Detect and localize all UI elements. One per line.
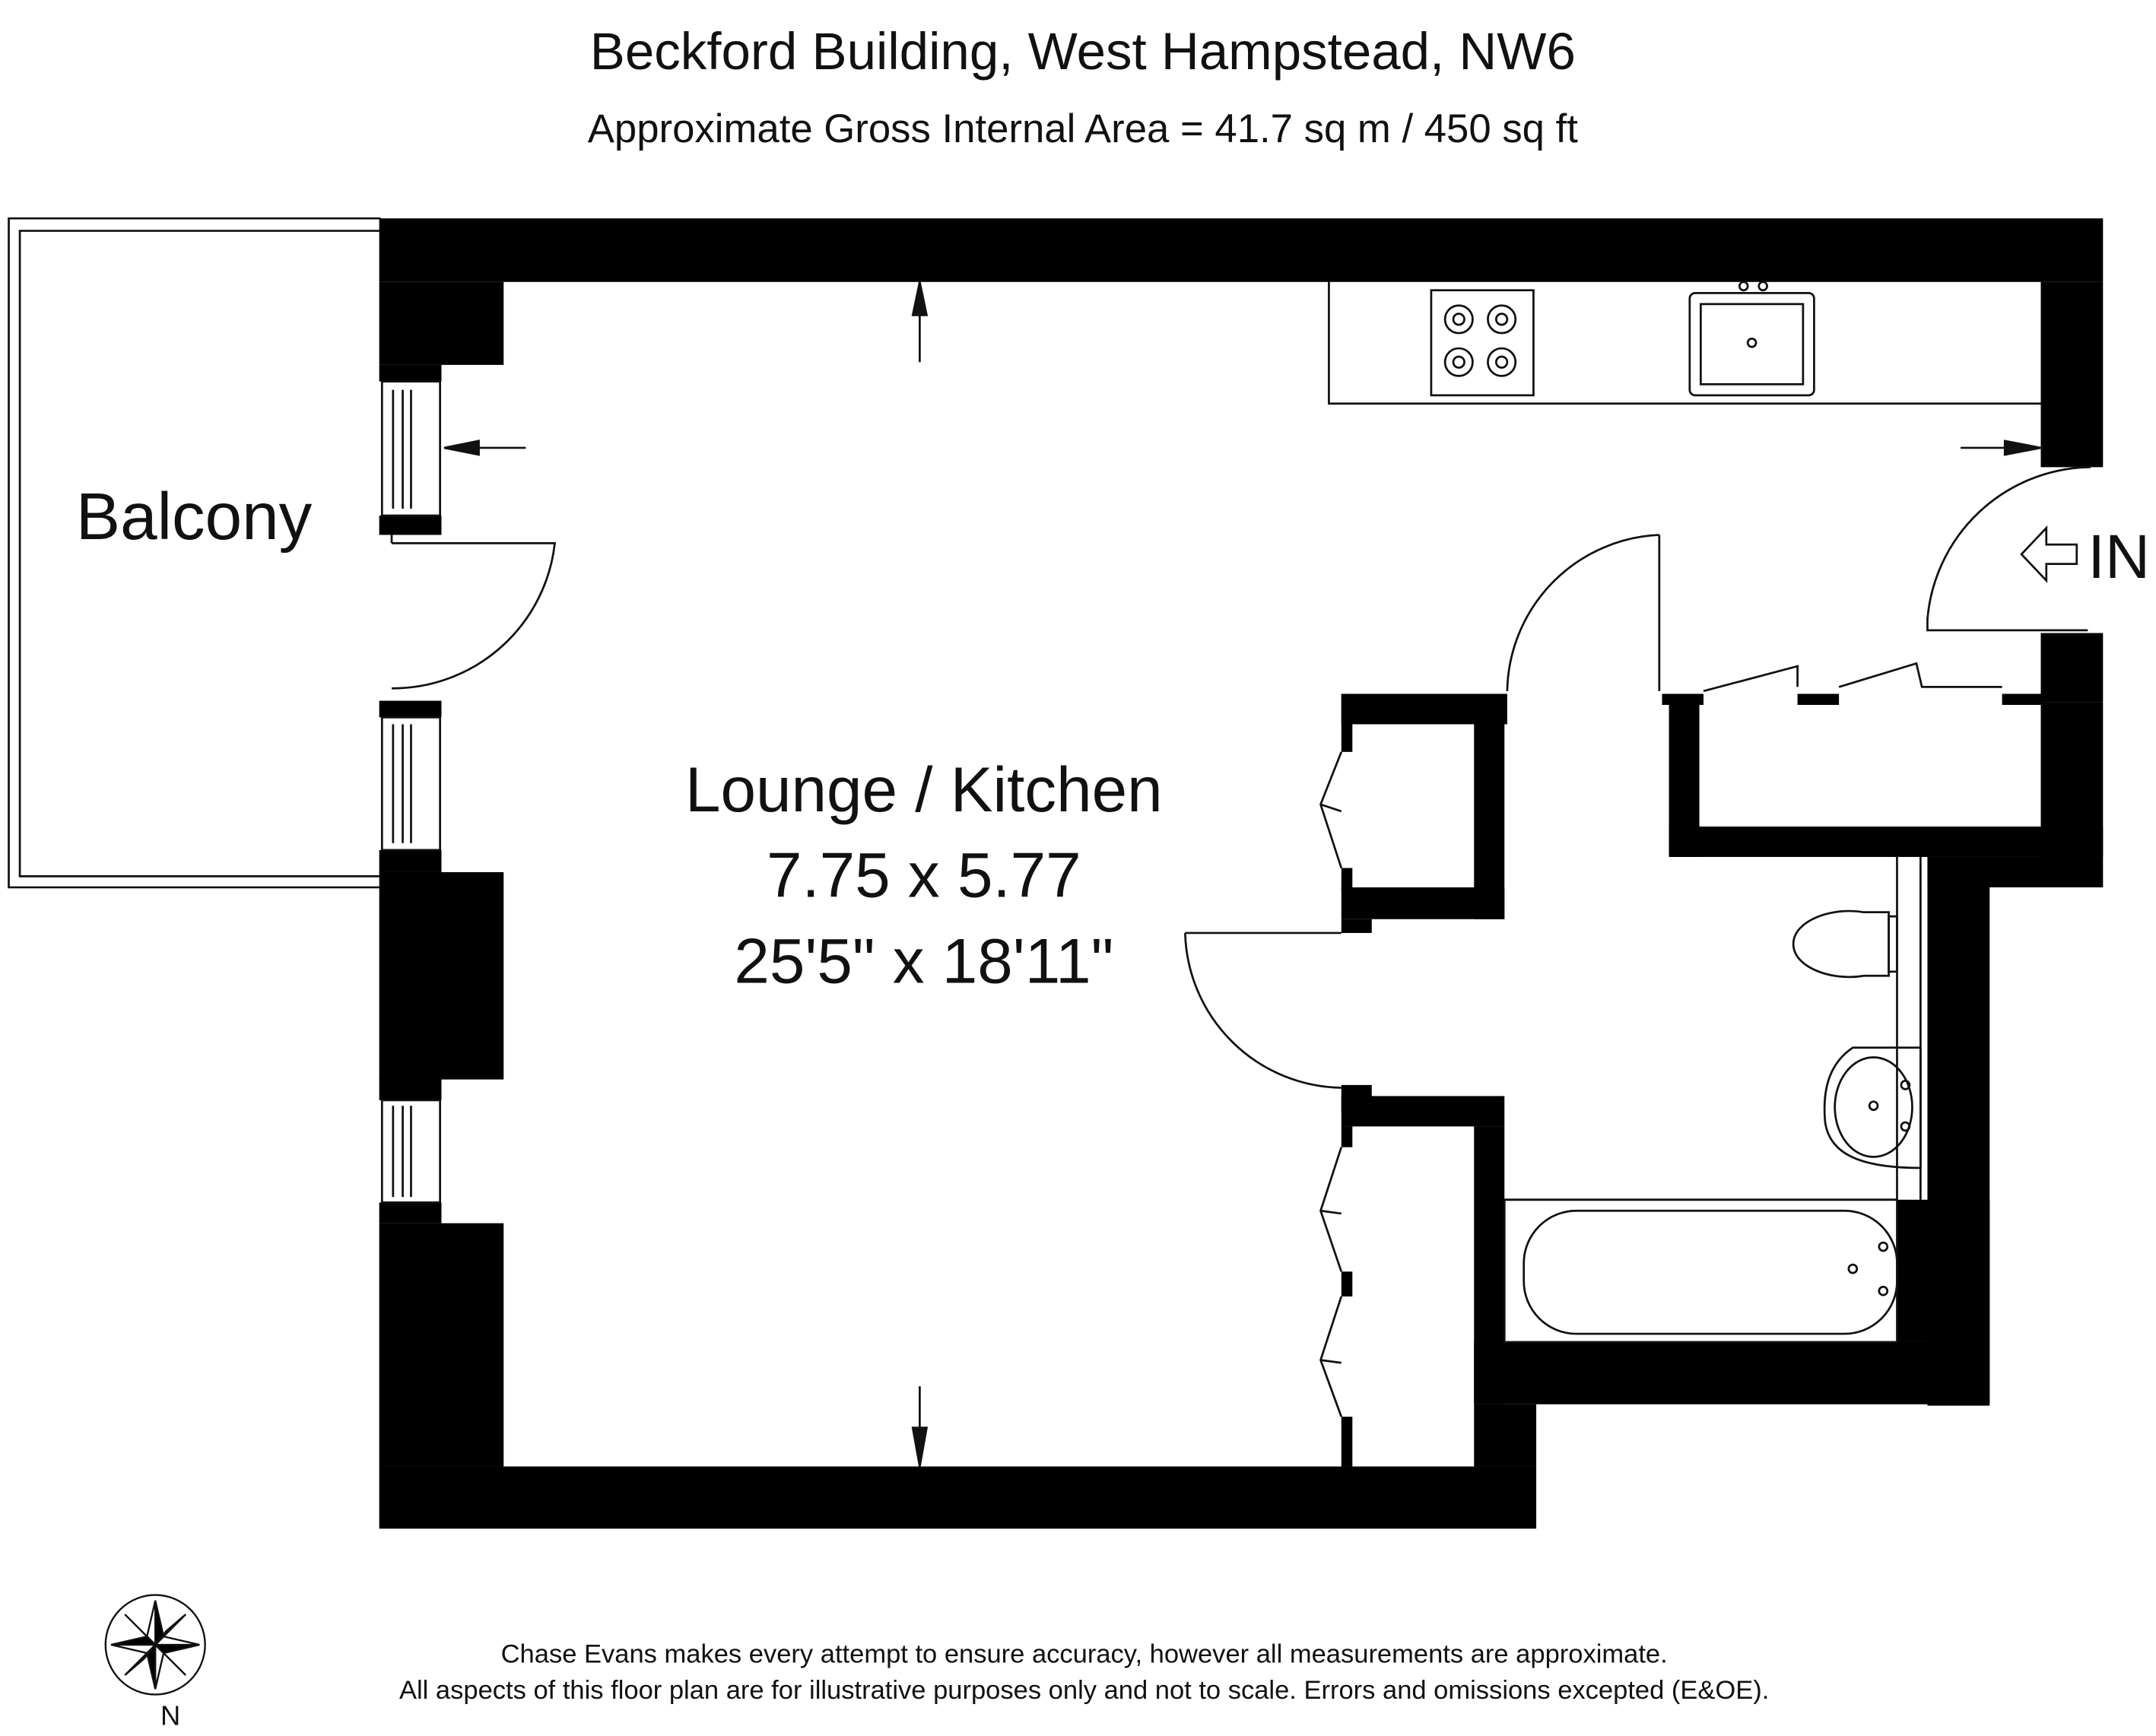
- wall-mid-jamb: [1341, 919, 1372, 933]
- basin: [1823, 1046, 1922, 1169]
- hob: [1430, 289, 1535, 397]
- door-balcony: [392, 541, 557, 690]
- wall-left-sill-2: [379, 700, 442, 718]
- door-hall: [1506, 534, 1661, 691]
- windows: [380, 380, 442, 1204]
- wall-cupboard-head-m: [1797, 693, 1840, 706]
- bathroom-partition: [1504, 856, 1922, 1201]
- wall-mid-stub-2: [1341, 868, 1353, 890]
- wall-left-pier: [379, 871, 504, 1080]
- wall-bath-bottom: [1474, 1341, 1990, 1404]
- kitchen-sink: [1688, 291, 1815, 397]
- disclaimer-line-2: All aspects of this floor plan are for i…: [399, 1676, 1769, 1705]
- bifold-cupboard-low2: [1319, 1296, 1343, 1417]
- wall-left-upper-b: [379, 364, 442, 382]
- wall-mid-bottom: [1341, 887, 1505, 919]
- window-2: [380, 716, 442, 852]
- walls: [379, 218, 2104, 1529]
- plan-title: Beckford Building, West Hampstead, NW6: [590, 21, 1576, 81]
- wall-mid-stub-1: [1341, 693, 1353, 752]
- wall-left-sill-4: [379, 1202, 442, 1223]
- doors: [390, 466, 2091, 1417]
- wall-cupboard-right: [2040, 702, 2104, 857]
- entrance-label: IN: [2088, 522, 2150, 592]
- lounge-kitchen-metric: 7.75 x 5.77: [767, 839, 1081, 911]
- door-bathroom: [1184, 931, 1342, 1089]
- wall-top: [379, 218, 2104, 282]
- wall-left-mid: [379, 849, 442, 872]
- bifold-cupboard-mid: [1319, 751, 1343, 868]
- bathtub: [1503, 1198, 1898, 1344]
- wall-low-stub-3: [1341, 1417, 1353, 1467]
- wall-bottom-right-pier: [1474, 1404, 1537, 1467]
- entrance-arrow-icon: [2020, 525, 2078, 583]
- wall-left-upper: [379, 281, 504, 365]
- wall-right-upper: [2040, 281, 2104, 468]
- wall-left-lower: [379, 1223, 504, 1467]
- compass-icon: [104, 1594, 206, 1696]
- disclaimer-line-1: Chase Evans makes every attempt to ensur…: [501, 1640, 1668, 1669]
- toilet: [1792, 909, 1890, 979]
- bifold-cupboard-low1: [1319, 1147, 1343, 1272]
- lounge-kitchen-imperial: 25'5" x 18'11": [734, 925, 1113, 996]
- wall-bath-jamb: [1341, 1084, 1372, 1113]
- window-1: [380, 380, 442, 517]
- wall-bath-right-b: [1897, 1199, 1990, 1342]
- wall-cupboard-bottom: [1669, 826, 2104, 857]
- worktop: [1328, 281, 2041, 405]
- wall-cupboard-head-l: [1662, 693, 1704, 706]
- bifold-cupboard-top: [1703, 662, 2002, 693]
- bathroom-fittings: [1503, 856, 1922, 1344]
- balcony-outline: [8, 217, 381, 889]
- wall-low-stub-2: [1341, 1271, 1353, 1296]
- wall-left-sill-1: [379, 515, 442, 535]
- dimension-arrows: [443, 281, 2041, 1467]
- plan-subtitle: Approximate Gross Internal Area = 41.7 s…: [588, 106, 1578, 151]
- wall-bottom: [379, 1466, 1537, 1529]
- door-entrance: [1926, 466, 2088, 632]
- compass-label: N: [160, 1700, 180, 1731]
- wall-cupboard-head-r: [2002, 693, 2044, 706]
- balcony-label: Balcony: [76, 480, 313, 554]
- wall-bath-left: [1474, 1126, 1505, 1404]
- window-3: [380, 1099, 442, 1204]
- wall-mid-right: [1474, 693, 1505, 919]
- kitchen-fittings: [1328, 281, 2041, 405]
- wall-left-sill-3: [379, 1077, 442, 1100]
- wall-low-stub-1: [1341, 1126, 1353, 1147]
- lounge-kitchen-label: Lounge / Kitchen: [685, 754, 1163, 825]
- wall-right-lower: [2040, 633, 2104, 703]
